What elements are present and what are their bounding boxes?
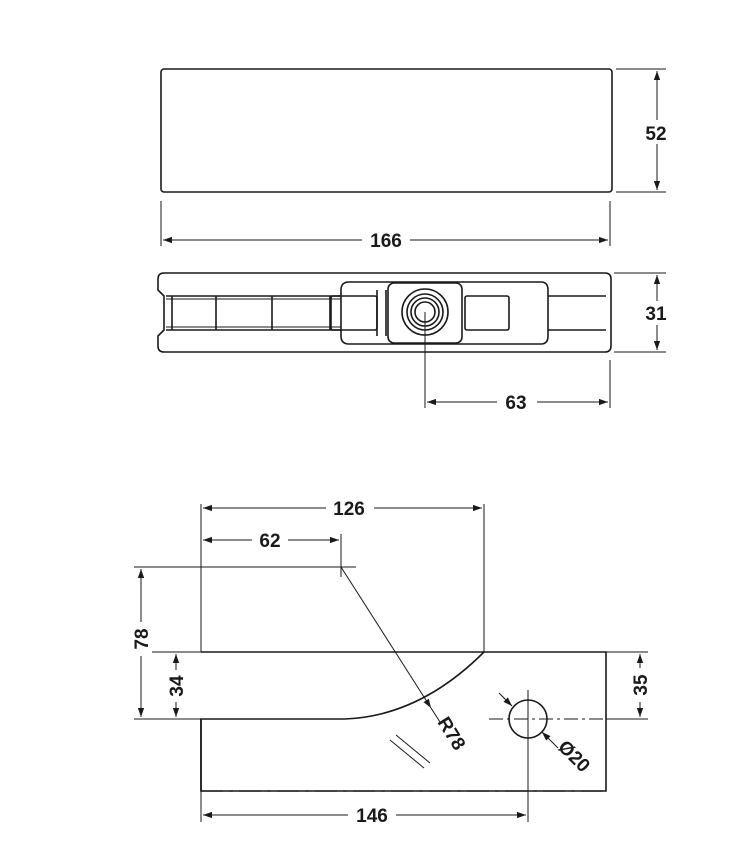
diameter-leader xyxy=(498,692,513,707)
clamp-block xyxy=(340,281,549,345)
clamp-insert xyxy=(464,295,510,331)
side-view: 31 63 xyxy=(157,272,673,414)
dim-label-34: 34 xyxy=(167,675,188,697)
dim-label-62: 62 xyxy=(259,531,280,552)
clamp-insert xyxy=(330,295,378,331)
dim-label-52: 52 xyxy=(645,124,666,145)
glass-hatch-icon xyxy=(389,734,431,769)
diameter-leader xyxy=(541,731,559,749)
dim-label-31: 31 xyxy=(645,304,667,325)
dim-label-166: 166 xyxy=(370,231,402,252)
dim-label-63: 63 xyxy=(505,393,526,414)
radius-leader xyxy=(340,566,432,709)
cutout-view: 126 62 78 34 35 R78 Ø20 xyxy=(130,496,652,827)
radius-leader xyxy=(430,707,441,723)
side-view-outline xyxy=(157,272,612,353)
dim-label-78: 78 xyxy=(132,628,153,649)
dim-label-35: 35 xyxy=(631,674,652,696)
top-view-outline xyxy=(160,68,613,193)
diameter-label: Ø20 xyxy=(553,737,593,777)
glass-panel-outline xyxy=(200,651,607,792)
dim-label-126: 126 xyxy=(333,499,365,520)
dim-label-146: 146 xyxy=(356,806,388,827)
top-view: 166 52 xyxy=(160,68,674,252)
